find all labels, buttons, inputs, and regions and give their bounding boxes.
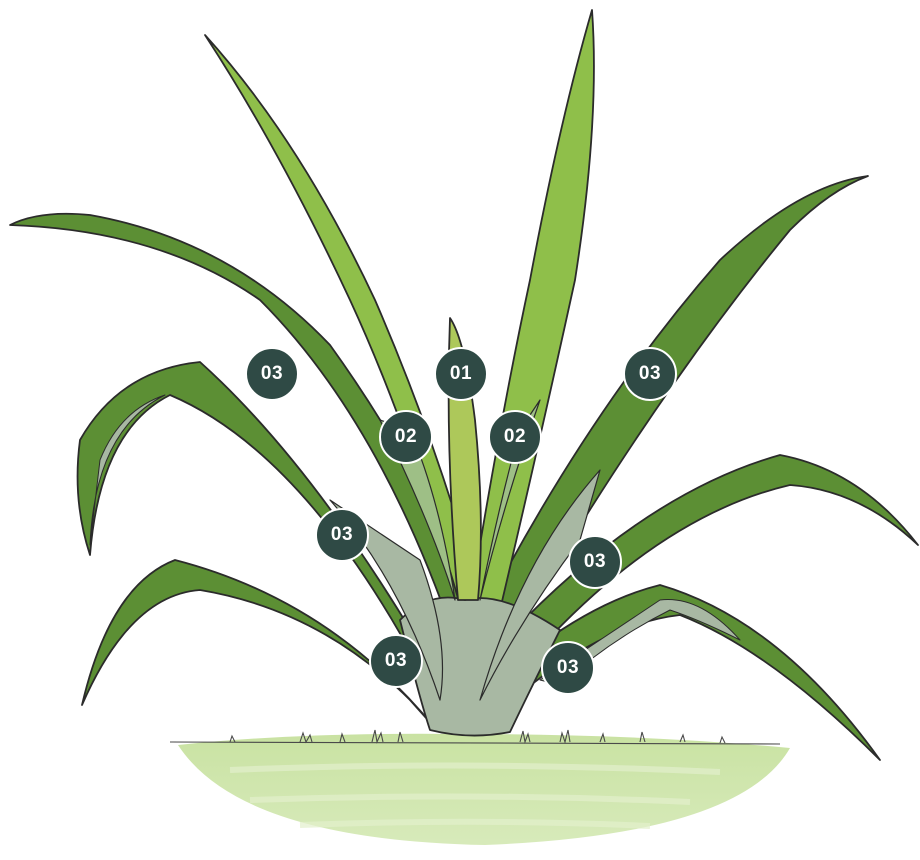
- label-badge-03-mid-left: 03: [315, 508, 369, 562]
- label-badge-02-left: 02: [379, 410, 433, 464]
- label-badge-03-mid-right: 03: [568, 535, 622, 589]
- label-badge-03-upper-right: 03: [623, 347, 677, 401]
- ground-patch: [178, 734, 790, 845]
- label-badge-02-right: 02: [488, 410, 542, 464]
- label-badge-01: 01: [434, 347, 488, 401]
- label-badge-03-lower-right: 03: [541, 641, 595, 695]
- label-badge-03-upper-left: 03: [245, 347, 299, 401]
- label-badge-03-lower-left: 03: [369, 634, 423, 688]
- mature-leaf-mid-left: [78, 362, 440, 680]
